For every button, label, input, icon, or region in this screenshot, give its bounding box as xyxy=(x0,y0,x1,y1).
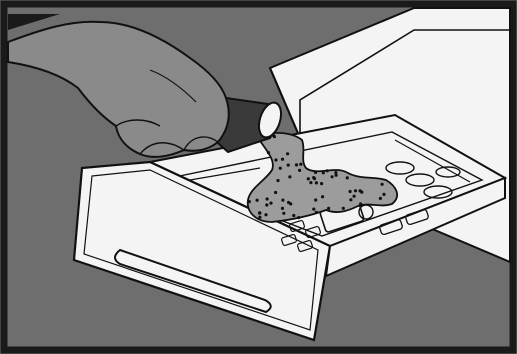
powder-granule xyxy=(274,158,277,161)
powder-granule xyxy=(379,197,382,200)
powder-granule xyxy=(321,195,324,198)
powder-granule xyxy=(256,199,259,202)
powder-granule xyxy=(327,207,330,210)
powder-granule xyxy=(299,163,302,166)
powder-granule xyxy=(312,176,315,179)
powder-granule xyxy=(353,195,356,198)
powder-granule xyxy=(320,182,323,185)
powder-granule xyxy=(281,207,284,210)
powder-granule xyxy=(307,177,310,180)
powder-granule xyxy=(349,190,352,193)
powder-granule xyxy=(298,169,301,172)
powder-granule xyxy=(287,164,290,167)
powder-granule xyxy=(322,171,325,174)
powder-granule xyxy=(342,207,345,210)
powder-granule xyxy=(359,202,362,205)
powder-granule xyxy=(265,203,268,206)
powder-granule xyxy=(281,158,284,161)
powder-granule xyxy=(297,216,300,219)
powder-granule xyxy=(258,212,261,215)
powder-granule xyxy=(315,211,318,214)
powder-granule xyxy=(314,198,317,201)
powder-granule xyxy=(288,175,291,178)
powder-granule xyxy=(346,176,349,179)
powder-granule xyxy=(309,181,312,184)
powder-granule xyxy=(292,214,295,217)
powder-granule xyxy=(267,151,270,154)
powder-granule xyxy=(258,216,261,219)
powder-granule xyxy=(315,181,318,184)
powder-granule xyxy=(282,212,285,215)
powder-granule xyxy=(382,193,385,196)
powder-granule xyxy=(264,213,267,216)
powder-granule xyxy=(335,174,338,177)
powder-granule xyxy=(276,179,279,182)
powder-granule xyxy=(279,167,282,170)
powder-granule xyxy=(286,152,289,155)
powder-granule xyxy=(295,163,298,166)
powder-granule xyxy=(349,198,352,201)
powder-granule xyxy=(354,189,357,192)
powder-granule xyxy=(331,175,334,178)
powder-granule xyxy=(266,197,269,200)
powder-granule xyxy=(269,202,272,205)
powder-granule xyxy=(314,171,317,174)
powder-granule xyxy=(287,201,290,204)
powder-granule xyxy=(326,169,329,172)
powder-granule xyxy=(248,200,251,203)
powder-granule xyxy=(274,191,277,194)
powder-granule xyxy=(312,208,315,211)
powder-granule xyxy=(281,199,284,202)
powder-granule xyxy=(359,189,362,192)
powder-granule xyxy=(381,183,384,186)
